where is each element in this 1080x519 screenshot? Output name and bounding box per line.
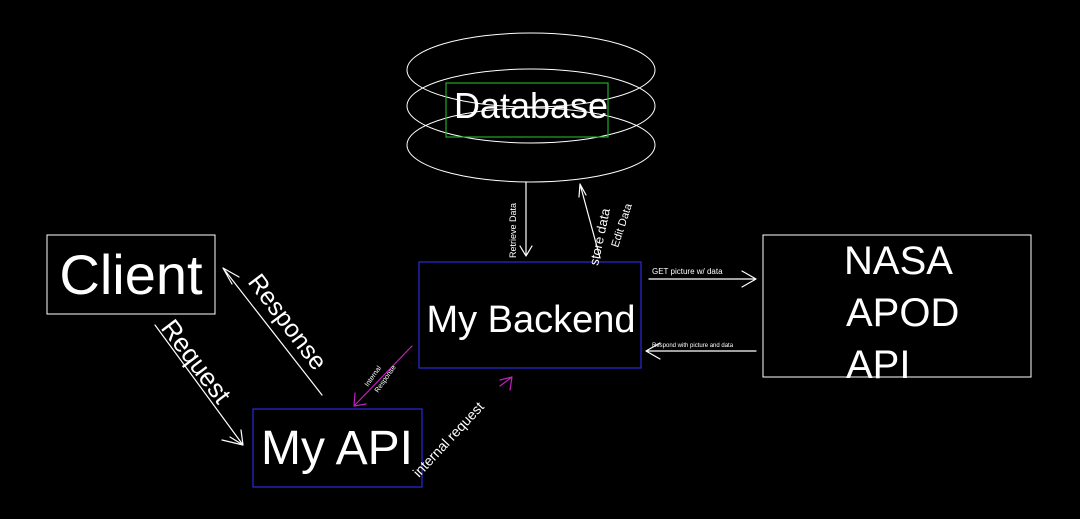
edit-data-label: Edit Data <box>609 201 635 249</box>
backend-node[interactable]: My Backend <box>418 261 642 369</box>
nasa-label-line-2: APOD <box>846 291 959 335</box>
database-disk-bottom <box>406 107 656 183</box>
internal-request-arrow <box>499 376 513 391</box>
edge-internal-response: Internal Response <box>353 345 413 407</box>
client-box <box>46 234 216 315</box>
nasa-box <box>762 234 1032 378</box>
edge-response: Response <box>222 267 332 396</box>
nasa-label-line-1: NASA <box>844 239 953 283</box>
database-label: Database <box>454 85 608 126</box>
backend-label: My Backend <box>426 299 635 341</box>
database-label-box <box>445 82 609 138</box>
edge-retrieve-data: Retrieve Data <box>508 181 533 258</box>
database-disk-middle <box>406 68 656 144</box>
get-picture-arrow <box>648 270 757 288</box>
client-label: Client <box>59 243 203 306</box>
response-arrow <box>222 267 323 396</box>
internal-response-arrow <box>353 345 413 407</box>
database-node[interactable]: Database <box>406 32 656 183</box>
edge-internal-request: internal request <box>409 376 513 480</box>
get-picture-label: GET picture w/ data <box>652 267 723 276</box>
response-label: Response <box>242 269 332 376</box>
retrieve-data-label: Retrieve Data <box>508 203 518 258</box>
edge-request: Request <box>154 314 244 446</box>
database-disk-top <box>406 32 656 108</box>
request-label: Request <box>155 314 238 410</box>
api-box <box>252 408 423 488</box>
edge-respond-picture: Respond with picture and data <box>645 342 757 360</box>
edge-get-picture: GET picture w/ data <box>648 267 757 288</box>
nasa-apod-node[interactable]: NASA APOD API <box>762 234 1032 387</box>
request-arrow <box>154 324 244 446</box>
api-label: My API <box>261 422 413 475</box>
edit-data-arrow <box>578 183 601 259</box>
respond-picture-label: Respond with picture and data <box>652 343 734 349</box>
nasa-label-line-3: API <box>846 343 910 387</box>
internal-request-label: internal request <box>409 398 487 480</box>
respond-picture-arrow <box>645 342 757 360</box>
retrieve-data-arrow <box>519 181 533 257</box>
api-node[interactable]: My API <box>252 408 423 488</box>
backend-box <box>418 261 642 369</box>
client-node[interactable]: Client <box>46 234 216 315</box>
